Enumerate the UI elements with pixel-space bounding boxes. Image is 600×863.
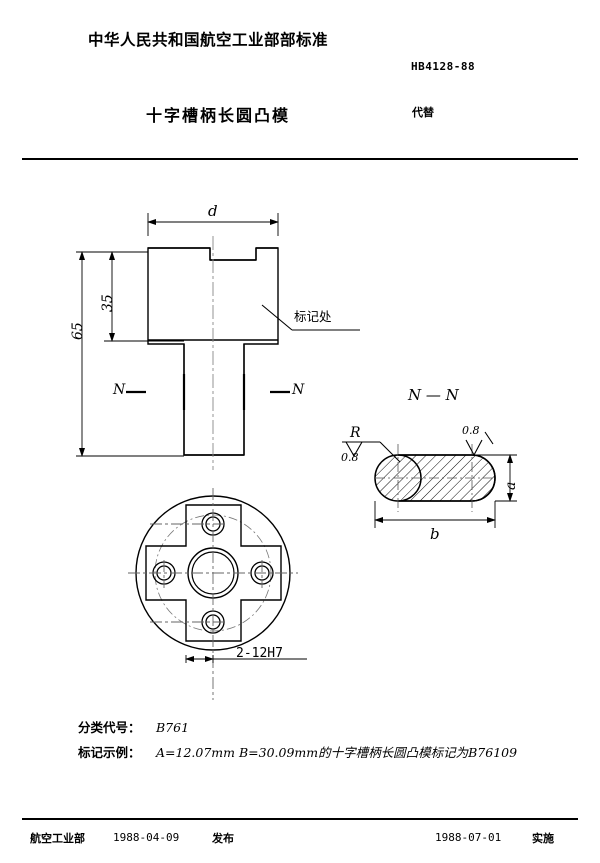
radius-label-r: R	[350, 425, 361, 441]
footer-publish-label: 发布	[212, 832, 234, 845]
marking-example-value: A=12.07mm B=30.09mm的十字槽柄长圆凸模标记为B76109	[156, 745, 518, 760]
hole-callout-label: 2-12H7	[236, 646, 283, 661]
document-title: 十字槽柄长圆凸模	[146, 106, 291, 125]
footer-issuer: 航空工业部	[30, 832, 85, 845]
section-mark-label-left: N	[113, 382, 126, 398]
classification-code-row: 分类代号： B761	[78, 717, 189, 736]
section-marks	[126, 374, 290, 410]
footer-effective-date: 1988-07-01	[435, 831, 502, 844]
footer-divider-rule	[22, 818, 578, 820]
section-mark-label-right: N	[292, 382, 305, 398]
dimension-label-d: d	[208, 202, 218, 220]
bottom-view	[128, 488, 307, 700]
footer-effective-label: 实施	[532, 832, 554, 845]
dimension-label-65: 65	[70, 322, 86, 340]
section-view-n-n	[342, 431, 517, 528]
dimension-label-a: a	[503, 481, 519, 490]
dimension-d	[147, 213, 279, 236]
radius-roughness-value: 0.8	[341, 451, 359, 464]
footer-issue-date: 1988-04-09	[113, 831, 180, 844]
dimension-label-b: b	[430, 525, 440, 543]
standard-code: HB4128-88	[411, 60, 476, 73]
surface-roughness-value: 0.8	[462, 424, 480, 437]
classification-code-label: 分类代号：	[78, 720, 141, 735]
dimension-label-35: 35	[100, 294, 116, 312]
issuing-organization: 中华人民共和国航空工业部部标准	[88, 31, 329, 49]
classification-code-value: B761	[156, 720, 190, 735]
marking-note-label: 标记处	[294, 309, 332, 324]
header-divider-rule	[22, 158, 578, 160]
dimension-35	[104, 251, 184, 342]
section-view-caption: N — N	[408, 386, 459, 404]
replaces-label: 代替	[412, 106, 434, 119]
marking-example-label: 标记示例：	[78, 745, 141, 760]
marking-leader-line	[261, 304, 360, 331]
dimension-65	[76, 251, 184, 457]
marking-example-row: 标记示例： A=12.07mm B=30.09mm的十字槽柄长圆凸模标记为B761…	[78, 742, 517, 761]
